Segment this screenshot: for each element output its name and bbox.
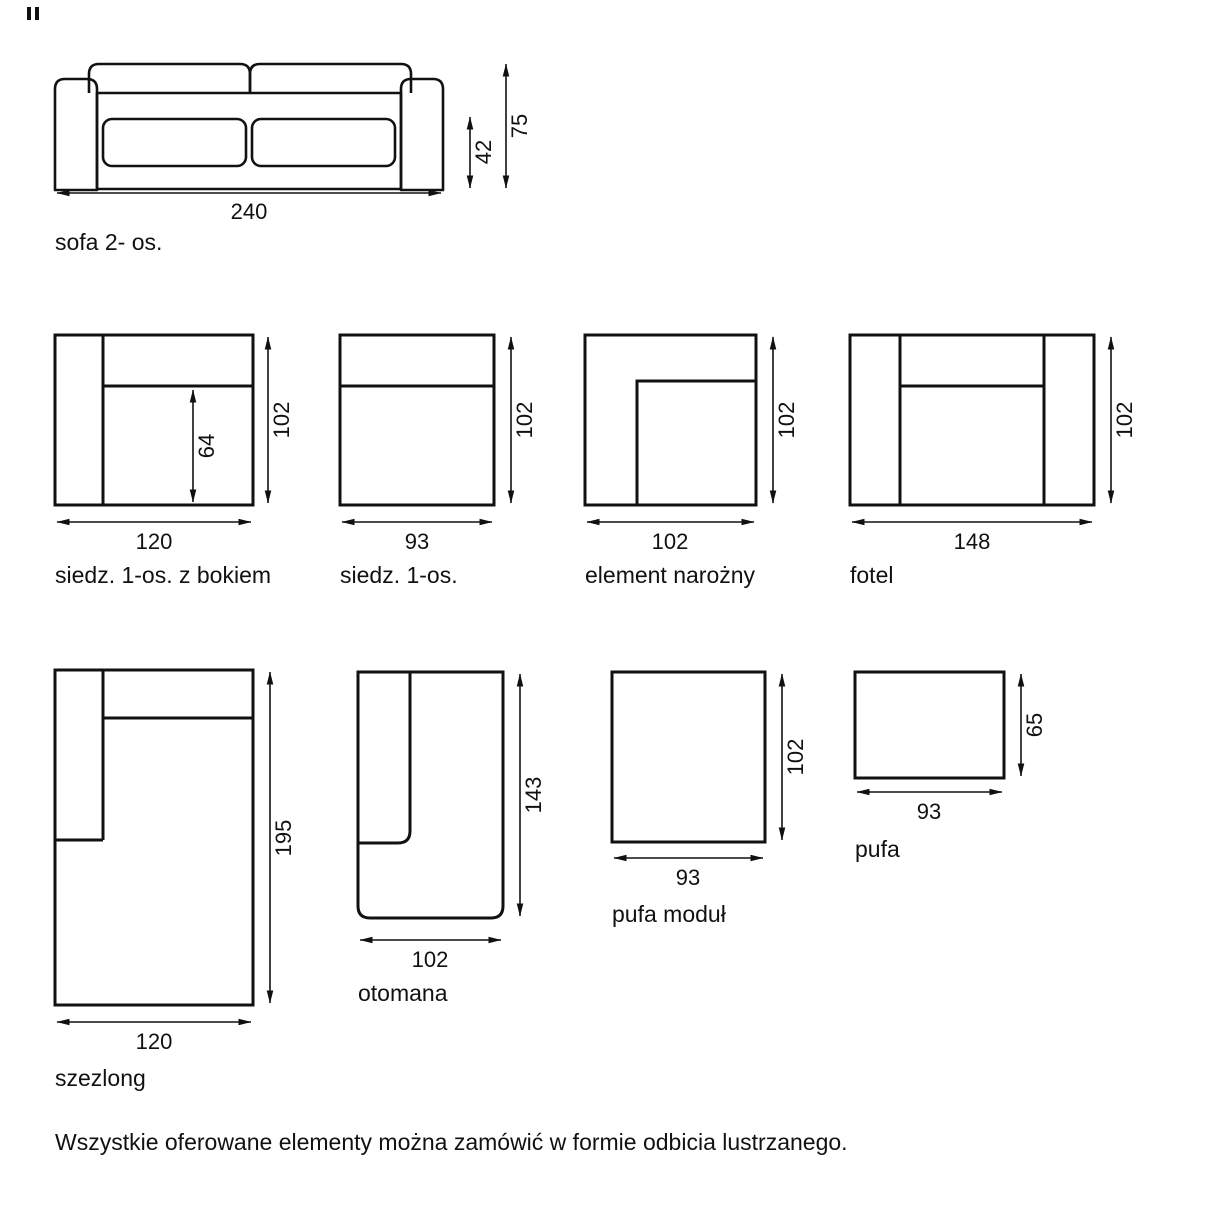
width-dimension-value: 93 bbox=[676, 865, 700, 890]
sofa-backrest-right bbox=[248, 62, 413, 93]
module-label: element narożny bbox=[585, 562, 756, 588]
module-outline bbox=[848, 333, 1096, 507]
sofa-total-height-dimension-value: 75 bbox=[507, 114, 532, 138]
module-szezlong: 195 120 szezlong bbox=[53, 668, 296, 1091]
module-otomana: 143 102 otomana bbox=[356, 670, 546, 1006]
module-label: szezlong bbox=[55, 1065, 146, 1091]
width-dimension-value: 93 bbox=[917, 799, 941, 824]
module-outline bbox=[53, 668, 255, 1007]
sofa-armrest-right bbox=[399, 77, 445, 192]
sofa-width-dimension-value: 240 bbox=[231, 199, 268, 224]
corner-mark-bar bbox=[35, 7, 39, 20]
module-outline bbox=[610, 670, 767, 844]
sofa-seat-cushion-left bbox=[101, 117, 248, 168]
module-outline bbox=[853, 670, 1006, 780]
module-label: sofa 2- os. bbox=[55, 229, 162, 255]
width-dimension-value: 102 bbox=[652, 529, 689, 554]
sofa-backrest-left bbox=[87, 62, 252, 93]
depth-dimension-value: 102 bbox=[512, 402, 537, 439]
module-outline bbox=[338, 333, 496, 507]
sofa-seat-height-dimension-value: 42 bbox=[471, 140, 496, 164]
width-dimension-value: 148 bbox=[954, 529, 991, 554]
width-dimension-value: 120 bbox=[136, 1029, 173, 1054]
module-label: fotel bbox=[850, 562, 893, 588]
corner-mark-bar bbox=[27, 7, 31, 20]
depth-dimension-value: 102 bbox=[1112, 402, 1137, 439]
module-label: pufa bbox=[855, 836, 900, 862]
sofa-body-outline bbox=[95, 91, 403, 191]
depth-dimension-value: 195 bbox=[271, 820, 296, 857]
sofa-seat-cushion-right bbox=[250, 117, 397, 168]
module-outline bbox=[583, 333, 758, 507]
depth-dimension-value: 102 bbox=[774, 402, 799, 439]
armrest-line bbox=[358, 672, 412, 845]
corner-mark bbox=[27, 7, 39, 20]
width-dimension-value: 93 bbox=[405, 529, 429, 554]
corner-backrest-line bbox=[635, 379, 756, 505]
module-pufa-modul: 102 93 pufa moduł bbox=[610, 670, 808, 927]
sofa-armrest-left bbox=[53, 77, 99, 192]
depth-dimension-value: 102 bbox=[269, 402, 294, 439]
mirror-option-note: Wszystkie oferowane elementy można zamów… bbox=[55, 1129, 848, 1155]
depth-dimension-value: 143 bbox=[521, 777, 546, 814]
module-label: otomana bbox=[358, 980, 448, 1006]
seat-depth-dimension-value: 64 bbox=[194, 434, 219, 458]
module-label: siedz. 1-os. bbox=[340, 562, 458, 588]
module-outline bbox=[356, 670, 505, 920]
height-dimension-value: 65 bbox=[1022, 713, 1047, 737]
module-element-narozny: 102 102 element narożny bbox=[583, 333, 799, 588]
module-siedz-1os: 102 93 siedz. 1-os. bbox=[338, 333, 537, 588]
module-fotel: 102 148 fotel bbox=[848, 333, 1137, 588]
module-pufa: 65 93 pufa bbox=[853, 670, 1047, 862]
width-dimension-value: 102 bbox=[412, 947, 449, 972]
module-siedz-1os-z-bokiem: 64 102 120 siedz. 1-os. z bokiem bbox=[53, 333, 294, 588]
module-sofa-2os: 240 42 75 sofa 2- os. bbox=[53, 62, 532, 255]
module-label: pufa moduł bbox=[612, 901, 726, 927]
width-dimension-value: 120 bbox=[136, 529, 173, 554]
module-label: siedz. 1-os. z bokiem bbox=[55, 562, 271, 588]
module-outline bbox=[53, 333, 255, 507]
depth-dimension-value: 102 bbox=[783, 739, 808, 776]
